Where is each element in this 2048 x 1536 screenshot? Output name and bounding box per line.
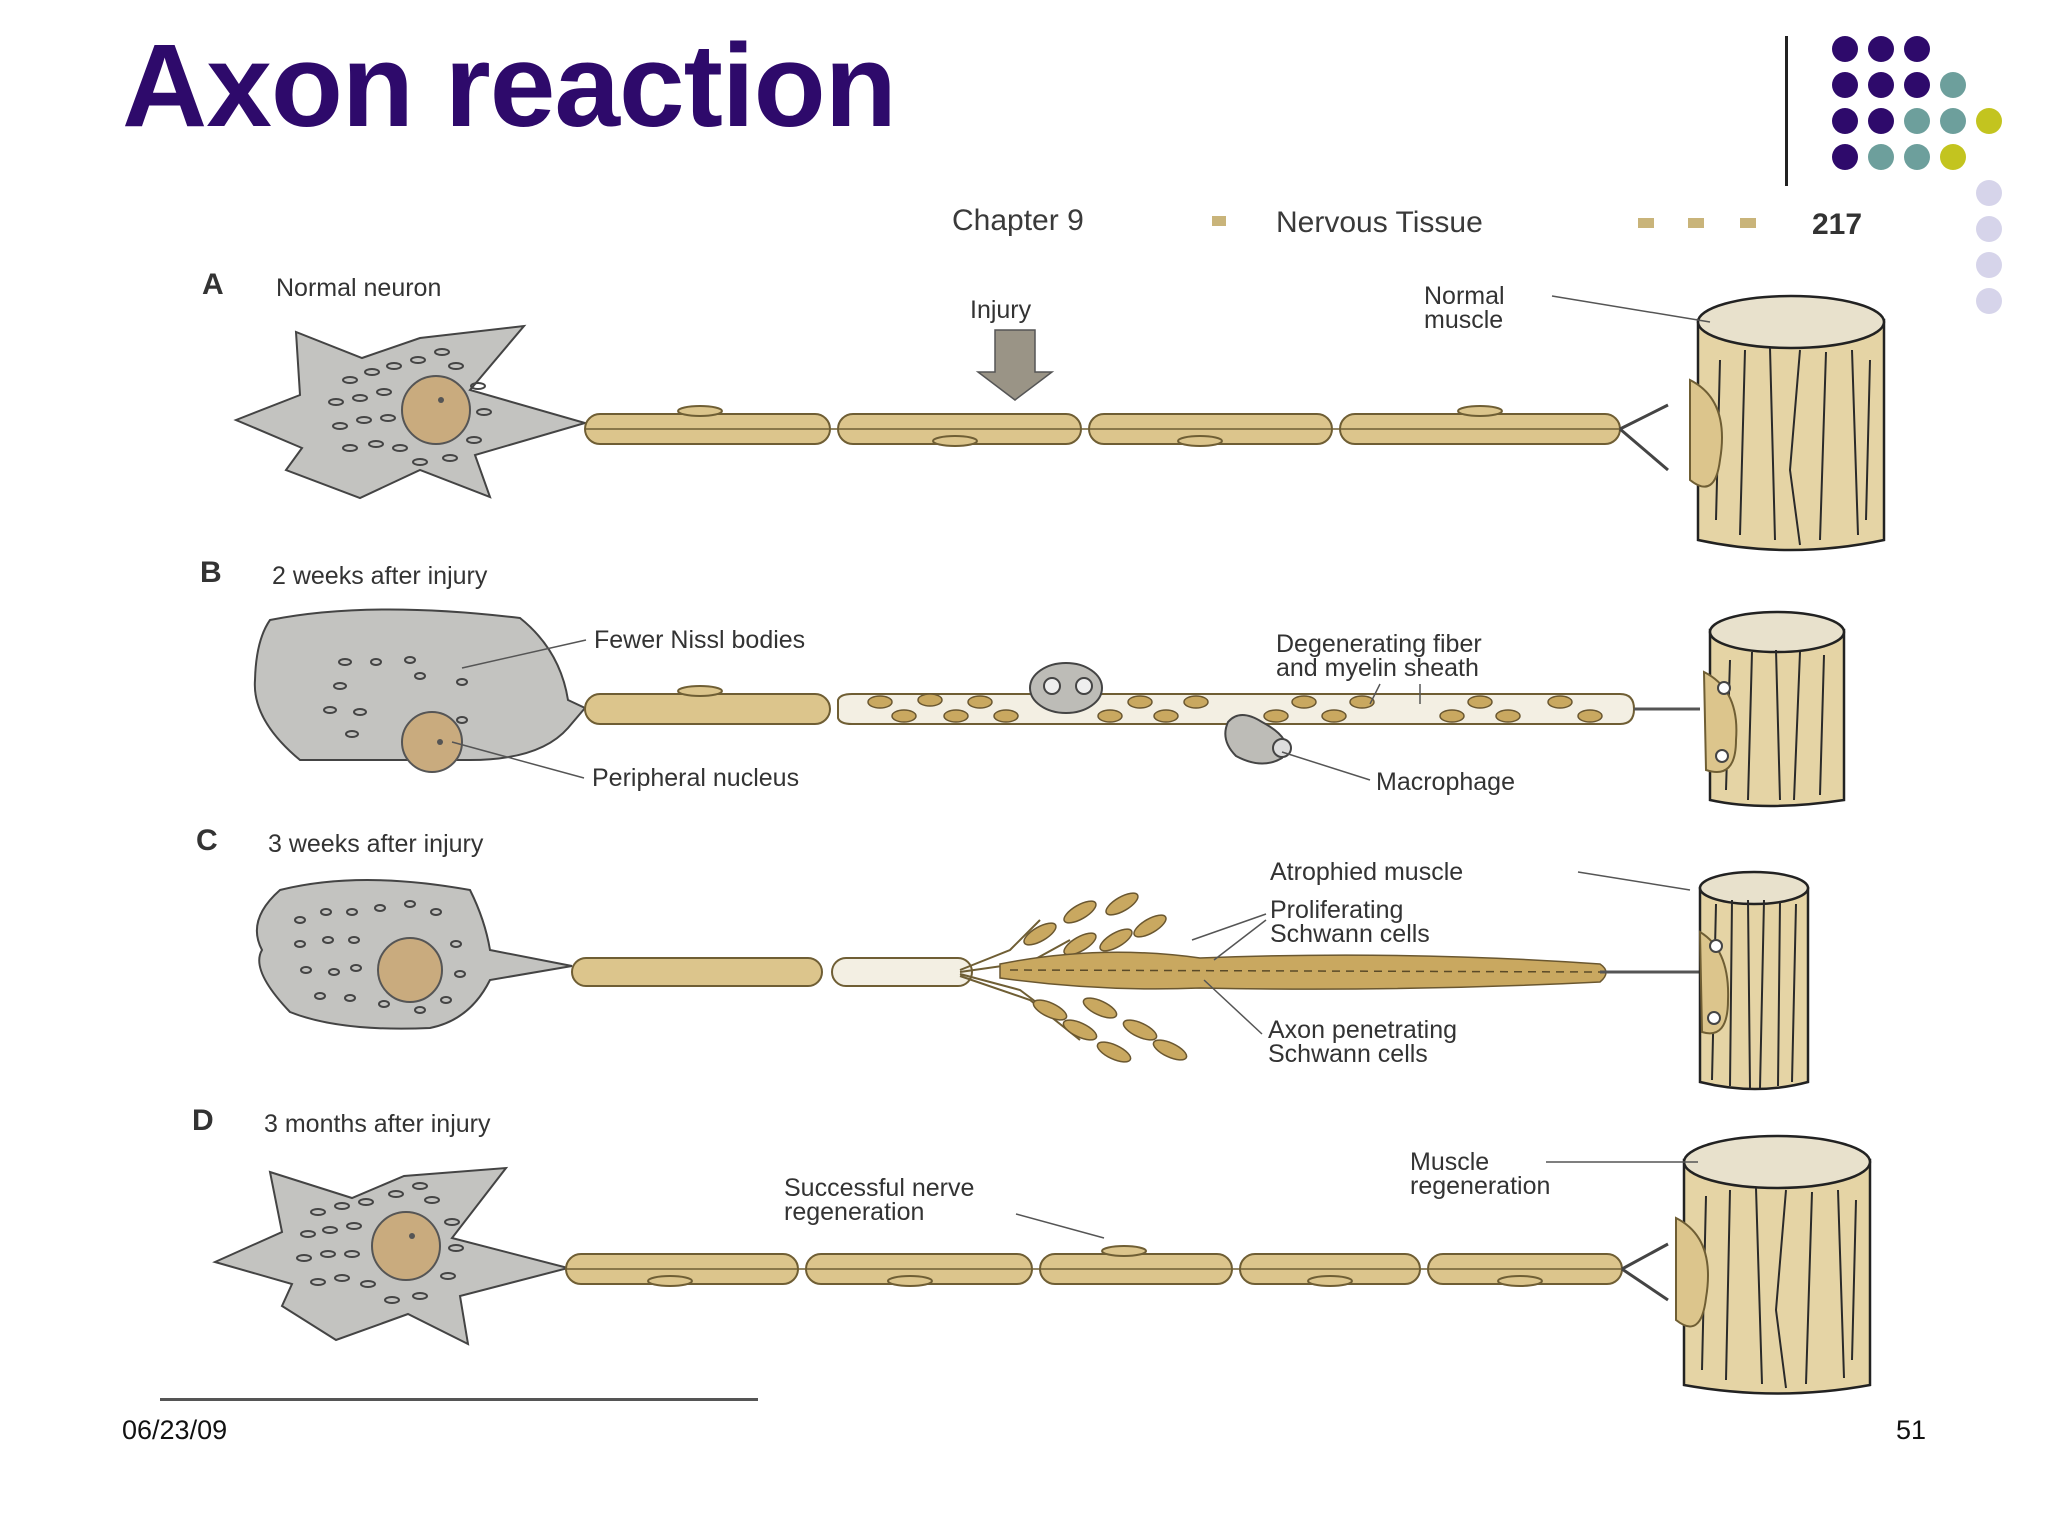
panel-b-neuron (253, 608, 1700, 773)
leader-line (1213, 919, 1267, 961)
decorative-dot (1976, 180, 2002, 206)
decorative-dot (1976, 216, 2002, 242)
muscle-regen-label-2: regeneration (1410, 1172, 1550, 1200)
degenerating-label-1: Degenerating fiber (1276, 630, 1482, 658)
macrophage (1029, 662, 1292, 765)
decorative-dot (1832, 108, 1858, 134)
panel-d-letter: D (192, 1104, 214, 1137)
panel-b-title: 2 weeks after injury (272, 562, 488, 590)
normal-muscle-label-2: muscle (1424, 306, 1503, 334)
panel-a-injury-arrow: Injury (970, 296, 1055, 401)
axon-penetrating-label-1: Axon penetrating (1268, 1016, 1457, 1044)
decorative-dot (1868, 72, 1894, 98)
panel-d-muscle (1675, 1134, 1872, 1395)
proliferating-label-1: Proliferating (1270, 896, 1403, 924)
panel-c-letter: C (196, 824, 218, 857)
proliferating-label-2: Schwann cells (1270, 920, 1430, 948)
decorative-dot (1868, 144, 1894, 170)
decorative-dot (1832, 72, 1858, 98)
degenerating-label-2: and myelin sheath (1276, 654, 1479, 682)
figure-section: Nervous Tissue (1276, 206, 1483, 239)
injury-label: Injury (970, 296, 1032, 324)
panel-b-muscle (1702, 610, 1846, 808)
decorative-dot (1868, 36, 1894, 62)
leader-line (1281, 751, 1371, 781)
normal-muscle-label-1: Normal (1424, 282, 1505, 310)
fewer-nissl-label: Fewer Nissl bodies (594, 626, 805, 654)
atrophied-muscle-label: Atrophied muscle (1270, 858, 1463, 886)
decorative-dot (1940, 108, 1966, 134)
leader-line (1577, 871, 1691, 891)
header-bullet (1688, 218, 1704, 228)
figure-chapter: Chapter 9 (952, 204, 1084, 237)
muscle-regen-label-1: Muscle (1410, 1148, 1489, 1176)
slide-page-number: 51 (1896, 1415, 1927, 1445)
decorative-dot (1940, 144, 1966, 170)
successful-label-2: regeneration (784, 1198, 924, 1226)
panel-b-letter: B (200, 556, 222, 589)
panel-c-muscle (1698, 870, 1810, 1091)
decorative-dot (1904, 144, 1930, 170)
leader-line (1551, 295, 1711, 323)
decorative-dot (1940, 72, 1966, 98)
decorative-dot (1904, 36, 1930, 62)
decorative-dot (1904, 72, 1930, 98)
decorative-dot (1832, 36, 1858, 62)
slide-title: Axon reaction (122, 20, 897, 152)
panel-a-letter: A (202, 268, 224, 301)
panel-a-neuron (233, 324, 1669, 500)
slide-date: 06/23/09 (122, 1415, 228, 1445)
decorative-dot (1868, 108, 1894, 134)
header-bullet (1740, 218, 1756, 228)
decorative-dot (1904, 108, 1930, 134)
header-bullet (1212, 216, 1226, 226)
panel-c-neuron (255, 879, 1704, 1063)
leader-line (451, 741, 585, 779)
macrophage-label: Macrophage (1376, 768, 1515, 796)
decorative-dot (1976, 288, 2002, 314)
decorative-dot (1832, 144, 1858, 170)
panel-d-neuron (212, 1166, 1669, 1346)
panel-d-title: 3 months after injury (264, 1110, 491, 1138)
header-bullet (1638, 218, 1654, 228)
peripheral-nucleus-label: Peripheral nucleus (592, 764, 799, 792)
panel-a-title: Normal neuron (276, 274, 441, 302)
axon-penetrating-label-2: Schwann cells (1268, 1040, 1428, 1068)
successful-label-1: Successful nerve (784, 1174, 974, 1202)
leader-line (461, 639, 587, 669)
footer-rule (160, 1398, 758, 1401)
decorative-dot (1976, 252, 2002, 278)
figure-page: 217 (1812, 208, 1862, 241)
leader-line (1015, 1213, 1105, 1239)
leader-line (1203, 979, 1263, 1035)
panel-c-title: 3 weeks after injury (268, 830, 484, 858)
panel-a-muscle (1689, 294, 1886, 552)
decorative-dot (1976, 108, 2002, 134)
leader-line (1191, 913, 1267, 941)
title-divider (1785, 36, 1788, 186)
leader-line (1369, 683, 1381, 705)
